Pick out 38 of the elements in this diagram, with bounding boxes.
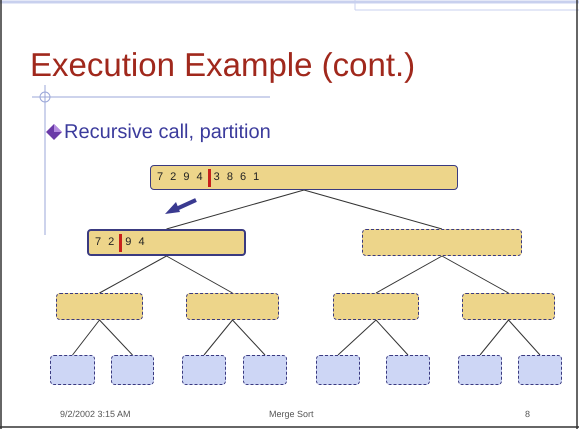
empty-box — [316, 355, 360, 385]
sequence-text: 7 2 — [95, 235, 116, 250]
empty-box — [458, 355, 502, 385]
tree-edge — [99, 320, 133, 356]
tree-edge — [304, 190, 442, 230]
empty-box — [386, 355, 430, 385]
empty-box — [333, 293, 419, 320]
sequence-box — [87, 229, 246, 256]
tree-edge — [338, 320, 376, 356]
tree-edge — [166, 190, 304, 230]
empty-box — [518, 355, 562, 385]
sequence-box — [150, 165, 458, 190]
tree-edge — [204, 320, 233, 356]
tree-edge — [376, 320, 408, 356]
empty-box — [56, 293, 143, 320]
tree-edge — [72, 320, 100, 356]
bullet-text: Recursive call, partition — [64, 122, 271, 142]
empty-box — [462, 293, 555, 320]
empty-box — [111, 355, 154, 385]
tree-edge — [508, 320, 540, 356]
tree-edge — [376, 256, 442, 294]
tree-edge — [442, 256, 509, 294]
footer-date: 9/2/2002 3:15 AM — [60, 408, 131, 421]
empty-box — [362, 229, 522, 256]
empty-box — [182, 355, 226, 385]
tree-edge — [99, 256, 167, 294]
empty-box — [243, 355, 287, 385]
empty-box — [186, 293, 279, 320]
footer-title: Merge Sort — [269, 408, 314, 421]
sequence-text: 9 4 — [125, 235, 147, 250]
slide-title: Execution Example (cont.) — [30, 48, 416, 81]
empty-box — [50, 355, 95, 385]
sequence-text: 3 8 6 1 — [214, 170, 262, 186]
page-number: 8 — [525, 408, 530, 421]
tree-edge — [166, 256, 233, 294]
tree-edge — [480, 320, 509, 356]
sequence-text: 7 2 9 4 — [157, 170, 205, 186]
tree-edge — [232, 320, 266, 356]
